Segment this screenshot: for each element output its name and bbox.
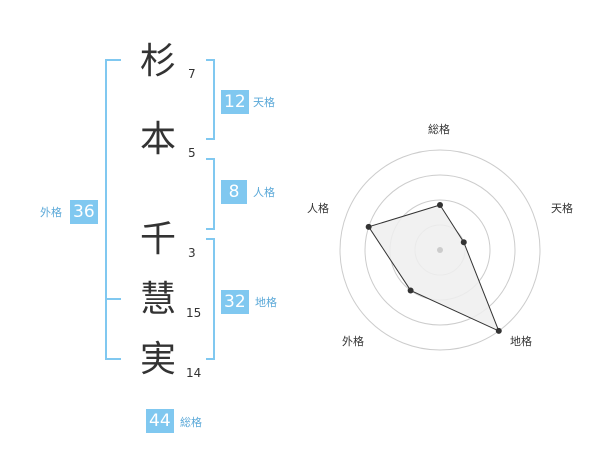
radar-point-jinkaku bbox=[365, 223, 372, 230]
jinkaku-value: 8 bbox=[221, 180, 247, 204]
given-strokes-2: 15 bbox=[186, 306, 202, 320]
surname-char-1: 杉 bbox=[139, 41, 176, 82]
gaikaku-value: 36 bbox=[70, 200, 98, 224]
radar-label-chikaku: 地格 bbox=[510, 335, 532, 348]
soukaku-value: 44 bbox=[146, 409, 174, 433]
gaikaku-bracket bbox=[105, 59, 121, 360]
given-strokes-3: 14 bbox=[186, 366, 202, 380]
chikaku-value: 32 bbox=[221, 290, 249, 314]
gaikaku-label: 外格 bbox=[40, 206, 62, 219]
surname-char-2: 本 bbox=[139, 119, 176, 160]
radar-point-soukaku bbox=[437, 202, 443, 208]
chikaku-bracket bbox=[206, 238, 215, 360]
jinkaku-bracket bbox=[206, 158, 215, 230]
soukaku-label: 総格 bbox=[180, 416, 202, 429]
surname-strokes-2: 5 bbox=[188, 146, 196, 160]
given-char-3: 実 bbox=[139, 339, 176, 380]
radar-point-tenkaku bbox=[460, 239, 467, 246]
surname-strokes-1: 7 bbox=[188, 67, 196, 81]
given-strokes-1: 3 bbox=[188, 246, 196, 260]
given-char-2: 慧 bbox=[139, 279, 176, 320]
chikaku-label: 地格 bbox=[255, 296, 277, 309]
radar-label-tenkaku: 天格 bbox=[551, 202, 573, 215]
given-char-1: 千 bbox=[139, 219, 176, 260]
radar-points bbox=[365, 202, 502, 334]
radar-point-gaikaku bbox=[407, 287, 414, 294]
tenkaku-bracket bbox=[206, 59, 215, 140]
radar-label-jinkaku: 人格 bbox=[307, 202, 329, 215]
radar-ring-4 bbox=[339, 149, 541, 351]
radar-center-dot bbox=[437, 247, 443, 253]
tenkaku-label: 天格 bbox=[253, 96, 275, 109]
radar-point-chikaku bbox=[495, 327, 502, 334]
tenkaku-value: 12 bbox=[221, 90, 249, 114]
radar-shape bbox=[367, 204, 500, 332]
radar-label-gaikaku: 外格 bbox=[342, 335, 364, 348]
jinkaku-label: 人格 bbox=[253, 186, 275, 199]
radar-label-soukaku: 総格 bbox=[428, 123, 450, 136]
radar-ring-3 bbox=[364, 174, 516, 326]
